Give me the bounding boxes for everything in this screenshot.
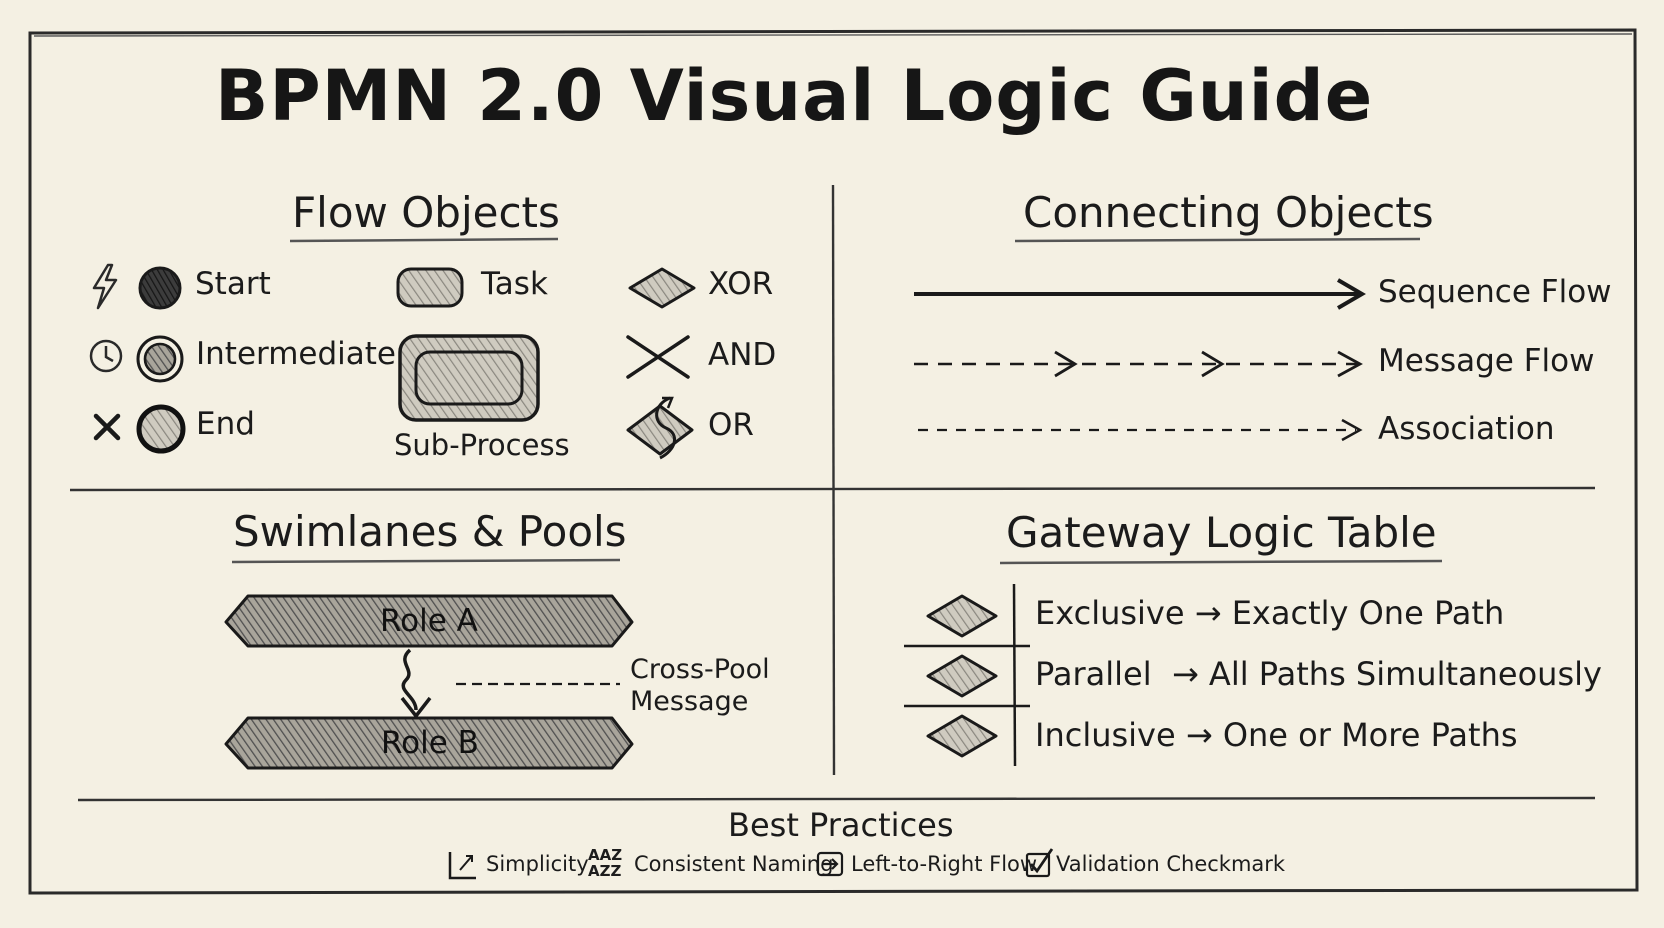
- gateway-table-heading: Gateway Logic Table: [1006, 508, 1437, 557]
- connector-label-message-flow: Message Flow: [1378, 343, 1595, 379]
- clock-icon: [89, 339, 123, 373]
- lane-flow-arrowhead: [400, 696, 432, 719]
- best-practices-heading: Best Practices: [728, 806, 954, 844]
- connector-label-sequence-flow: Sequence Flow: [1378, 274, 1612, 310]
- page-title: BPMN 2.0 Visual Logic Guide: [215, 55, 1374, 137]
- task-icon: [396, 267, 464, 308]
- lane-flow-arrow: [401, 648, 418, 711]
- naming-icon: AAZ AZZ: [588, 847, 628, 883]
- x-icon: [93, 413, 121, 441]
- swimlanes-heading: Swimlanes & Pools: [233, 507, 627, 556]
- best-practice-simplicity: Simplicity: [486, 852, 589, 876]
- message-flow-arrowhead-2: [1201, 350, 1225, 378]
- checkbox-icon: [1025, 848, 1054, 878]
- naming-icon-text-top: AAZ: [588, 846, 623, 864]
- start-event-icon: [138, 266, 182, 310]
- gateway-row-exclusive: Exclusive → Exactly One Path: [1035, 594, 1505, 632]
- best-practice-validation: Validation Checkmark: [1056, 852, 1286, 876]
- or-gateway-icon: [626, 396, 694, 460]
- role-b-label: Role B: [381, 725, 479, 761]
- gateway-label-and: AND: [708, 337, 777, 373]
- gateway-table-diamond-exclusive: [926, 594, 998, 638]
- connecting-objects-heading: Connecting Objects: [1023, 188, 1434, 237]
- and-gateway-icon: [626, 335, 690, 379]
- intermediate-event-icon: [136, 335, 184, 383]
- message-flow-arrowhead-3: [1337, 350, 1363, 378]
- gateway-label-xor: XOR: [708, 266, 774, 302]
- swimlane-diagram: [224, 594, 634, 770]
- connector-label-association: Association: [1378, 411, 1555, 447]
- connector-lines: [914, 278, 1366, 442]
- role-b-lane: [224, 716, 634, 770]
- gateway-label-or: OR: [708, 407, 754, 443]
- end-event-icon: [136, 404, 186, 454]
- sequence-flow-arrowhead: [1336, 278, 1366, 310]
- event-label-start: Start: [195, 266, 271, 302]
- role-a-lane: [224, 594, 634, 648]
- naming-icon-text-bottom: AZZ: [588, 862, 622, 880]
- gateway-table-grid: [904, 583, 1030, 767]
- event-label-end: End: [196, 406, 255, 442]
- role-a-label: Role A: [380, 603, 478, 639]
- message-flow-arrowhead-1: [1054, 350, 1078, 378]
- sub-process-icon: [398, 334, 540, 422]
- cross-pool-message-label-2: Message: [630, 686, 749, 717]
- association-arrowhead: [1341, 418, 1363, 442]
- gateway-table-diamond-inclusive: [926, 714, 998, 758]
- simplicity-icon: [448, 852, 476, 880]
- sub-process-label: Sub-Process: [394, 428, 570, 462]
- cross-pool-message-label-1: Cross-Pool: [630, 654, 770, 685]
- gateway-table-diamond-parallel: [926, 654, 998, 698]
- best-practice-left-to-right: Left-to-Right Flow: [851, 852, 1038, 876]
- lightning-icon: [92, 263, 118, 310]
- gateway-row-parallel: Parallel → All Paths Simultaneously: [1035, 655, 1602, 693]
- flow-objects-heading: Flow Objects: [292, 188, 560, 237]
- xor-gateway-icon: [628, 267, 696, 309]
- event-label-intermediate: Intermediate: [196, 336, 397, 372]
- best-practice-naming: Consistent Naming: [634, 852, 834, 876]
- arrow-box-icon: [816, 851, 844, 877]
- task-label: Task: [481, 266, 548, 302]
- gateway-row-inclusive: Inclusive → One or More Paths: [1035, 716, 1518, 754]
